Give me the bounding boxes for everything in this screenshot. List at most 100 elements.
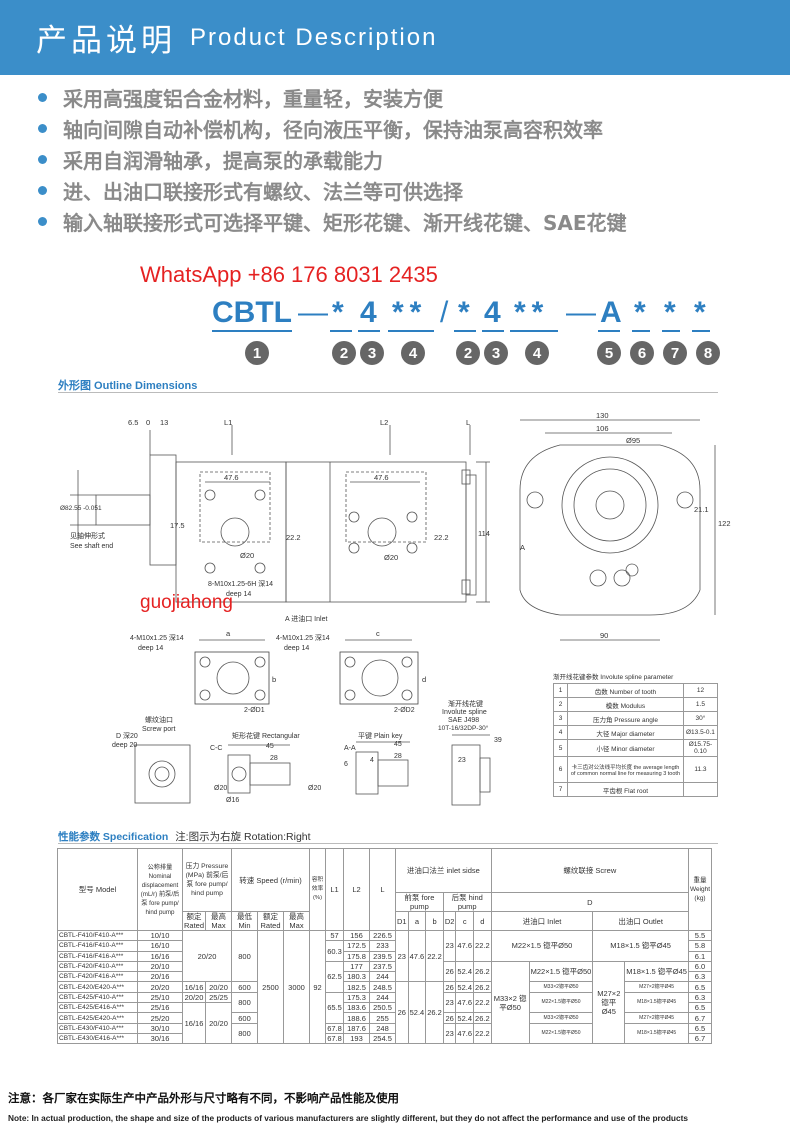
dim-label: See shaft end <box>70 543 113 550</box>
note-en: Note: In actual production, the shape an… <box>8 1113 688 1123</box>
performance-table: 型号 Model 公称排量 Nominal displacement (mL/r… <box>57 848 713 1045</box>
dim-label: c <box>376 629 380 638</box>
feature-item: 进、出油口联接形式有螺纹、法兰等可供选择 <box>38 175 627 206</box>
dim-label: 21.1 <box>694 505 709 514</box>
dim-label: 28 <box>394 753 402 760</box>
dim-label: b <box>272 675 276 684</box>
bullet-icon <box>38 217 47 226</box>
dim-label: 10T-16/32DP-30° <box>438 724 489 732</box>
end-view-body <box>519 444 701 616</box>
code-part: / <box>440 296 449 329</box>
dim-label: Ø16 <box>226 797 239 804</box>
code-part: ** <box>514 296 550 329</box>
code-part: * <box>634 296 646 329</box>
dim-label: A <box>520 543 525 552</box>
feature-list: 采用高强度铝合金材料，重量轻，安装方便 轴向间隙自动补偿机构，径向液压平衡，保持… <box>38 82 627 237</box>
code-part: * <box>694 296 706 329</box>
dim-label: deep 14 <box>226 591 251 598</box>
dim-label: Ø95 <box>626 436 640 445</box>
code-number-badge: 1 <box>245 341 269 365</box>
code-part: CBTL <box>212 296 292 329</box>
feature-item: 轴向间隙自动补偿机构，径向液压平衡，保持油泵高容积效率 <box>38 113 627 144</box>
dim-label: deep 14 <box>284 645 309 652</box>
code-part: — <box>566 296 596 329</box>
code-number-badge: 4 <box>525 341 549 365</box>
spline-table-title: 渐开线花键参数 Involute spline parameter <box>553 674 674 681</box>
dim-label: 见轴伸形式 <box>70 531 105 540</box>
dim-label: a <box>226 629 231 638</box>
page-title-en: Product Description <box>190 23 438 51</box>
dim-label: A 进油口 Inlet <box>285 614 327 623</box>
dim-label: Ø20 <box>308 785 321 792</box>
performance-title: 性能参数 Specification 注:图示为右旋 Rotation:Righ… <box>58 831 311 843</box>
code-number-badge: 5 <box>597 341 621 365</box>
dim-label: Ø20 <box>214 785 227 792</box>
dim-label: 45 <box>266 743 274 750</box>
front-flange <box>149 454 177 566</box>
contact-text: WhatsApp +86 176 8031 2435 <box>140 262 438 287</box>
bullet-icon <box>38 124 47 133</box>
code-number-badge: 2 <box>332 341 356 365</box>
code-number-badge: 6 <box>630 341 654 365</box>
code-part: * <box>664 296 676 329</box>
code-part: A <box>600 296 622 329</box>
dim-label: Screw port <box>142 726 176 733</box>
dim-label: 4-M10x1.25 深14 <box>130 633 184 642</box>
dim-label: SAE J498 <box>448 717 479 724</box>
dim-label: 17.5 <box>170 521 185 530</box>
code-part: — <box>298 296 328 329</box>
dim-label: 22.2 <box>434 533 449 542</box>
table-row: CBTL-F410/F410-A***10/10 20/20 800 2500 … <box>57 929 713 1045</box>
dim-label: deep 20 <box>112 742 137 749</box>
dim-label: C-C <box>210 745 222 752</box>
bullet-icon <box>38 186 47 195</box>
code-part: * <box>458 296 470 329</box>
code-number-badge: 7 <box>663 341 687 365</box>
bullet-icon <box>38 155 47 164</box>
header-banner: 产品说明 Product Description <box>0 0 790 75</box>
dim-label: Involute spline <box>442 709 487 716</box>
dim-label: 130 <box>596 411 609 420</box>
code-number-badge: 8 <box>696 341 720 365</box>
dim-label: 平键 Plain key <box>358 731 403 740</box>
dim-label: 8-M10x1.25-6H 深14 <box>208 579 273 588</box>
outline-title: 外形图 Outline Dimensions <box>58 380 198 392</box>
watermark-text: guojiahong <box>140 592 233 613</box>
dim-label: L2 <box>380 418 388 427</box>
dim-label: 45 <box>394 741 402 748</box>
dim-label: 23 <box>458 757 466 764</box>
dim-label: 4-M10x1.25 深14 <box>276 633 330 642</box>
dim-label: 螺纹油口 <box>145 715 173 724</box>
note-cn: 注意：各厂家在实际生产中产品外形与尺寸略有不同，不影响产品性能及使用 <box>8 1091 399 1105</box>
dim-label: 90 <box>600 631 608 640</box>
dim-label: 22.2 <box>286 533 301 542</box>
code-number-badge: 3 <box>360 341 384 365</box>
dim-label: 39 <box>494 737 502 744</box>
dim-label: 4 <box>370 757 374 764</box>
dim-label: 28 <box>270 755 278 762</box>
dim-label: 47.6 <box>374 473 389 482</box>
dim-label: 2-ØD1 <box>244 707 265 714</box>
code-number-badge: 2 <box>456 341 480 365</box>
feature-item: 采用自润滑轴承，提高泵的承载能力 <box>38 144 627 175</box>
dim-label: 矩形花键 Rectangular <box>232 731 300 740</box>
code-part: 4 <box>360 296 377 329</box>
dim-label: 114 <box>478 529 490 538</box>
dim-label: L <box>466 418 470 427</box>
dim-label: Ø82.55 -0.051 <box>60 505 102 512</box>
bullet-icon <box>38 93 47 102</box>
rear-pump-body <box>285 461 467 603</box>
feature-item: 采用高强度铝合金材料，重量轻，安装方便 <box>38 82 627 113</box>
shaft <box>95 494 151 526</box>
dim-label: 2-ØD2 <box>394 707 415 714</box>
